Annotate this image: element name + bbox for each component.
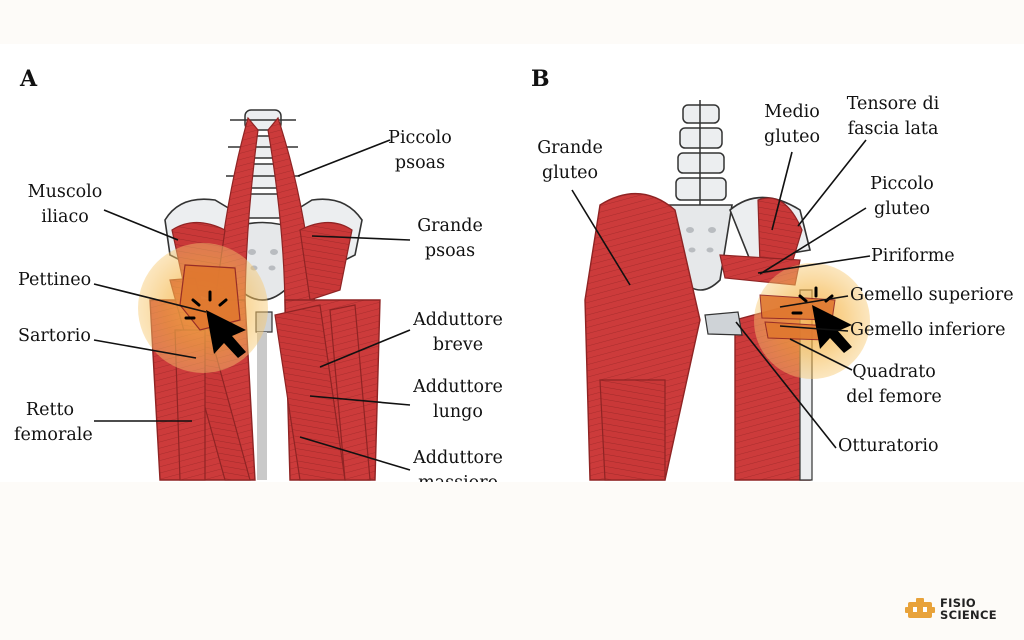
- right-adductor-strip: [329, 304, 371, 481]
- label-adduttore-lungo: Adduttore lungo: [408, 375, 508, 425]
- click-cursor-icon: [184, 290, 246, 358]
- panel-b-leader-lines: [571, 139, 871, 449]
- posterior-spine: [675, 100, 727, 205]
- label-line: femorale: [14, 425, 93, 445]
- label-line: Piccolo: [388, 128, 452, 148]
- posterior-sacral-foramina: [686, 227, 716, 253]
- label-muscolo-iliaco: Muscolo iliaco: [20, 180, 110, 230]
- obturator: [704, 311, 743, 336]
- label-line: Adduttore: [413, 448, 503, 468]
- left-thigh-posterior: [599, 379, 666, 481]
- fisio-science-logo: FISIO SCIENCE: [905, 592, 1015, 626]
- label-gemello-superiore: Gemello superiore: [850, 285, 1014, 305]
- label-grande-gluteo: Grande gluteo: [528, 136, 612, 186]
- logo-text: FISIO SCIENCE: [940, 597, 997, 621]
- logo-line-1: FISIO: [940, 596, 976, 610]
- label-pettineo: Pettineo: [18, 270, 92, 290]
- label-line: Retto: [25, 400, 75, 420]
- label-line: Tensore di: [846, 94, 940, 114]
- gluteus-medius: [757, 197, 803, 271]
- label-quadrato: Quadrato del femore: [846, 360, 942, 410]
- label-line: Adduttore: [413, 377, 503, 397]
- label-medio-gluteo: Medio gluteo: [752, 100, 832, 150]
- label-line: breve: [432, 335, 484, 355]
- label-grande-psoas: Grande psoas: [410, 214, 490, 264]
- label-retto-femorale: Retto femorale: [14, 398, 93, 448]
- label-line: fascia lata: [847, 119, 939, 139]
- top-band: [0, 0, 1024, 44]
- label-line: Medio: [764, 102, 820, 122]
- label-line: Piccolo: [870, 174, 934, 194]
- label-tensore: Tensore di fascia lata: [838, 92, 948, 142]
- panel-b-letter: B: [531, 66, 550, 92]
- label-line: psoas: [394, 153, 446, 173]
- label-piccolo-gluteo: Piccolo gluteo: [860, 172, 944, 222]
- label-piccolo-psoas: Piccolo psoas: [380, 126, 460, 176]
- label-gemello-inferiore: Gemello inferiore: [850, 320, 1006, 340]
- label-adduttore-breve: Adduttore breve: [408, 308, 508, 358]
- label-piriforme: Piriforme: [871, 246, 955, 266]
- logo-line-2: SCIENCE: [940, 608, 997, 622]
- right-iliacus: [299, 221, 353, 301]
- label-line: gluteo: [542, 163, 598, 183]
- label-line: massiore: [408, 471, 508, 482]
- label-sartorio: Sartorio: [18, 326, 91, 346]
- label-line: psoas: [424, 241, 476, 261]
- label-line: gluteo: [764, 127, 820, 147]
- label-line: iliaco: [41, 207, 89, 227]
- panel-b-figure: [584, 100, 870, 481]
- label-adduttore-magnus: Adduttore massiore: [408, 446, 508, 482]
- label-line: lungo: [433, 402, 483, 422]
- label-line: Quadrato: [852, 362, 936, 382]
- label-line: del femore: [846, 387, 942, 407]
- label-line: Grande: [537, 138, 603, 158]
- logo-mark-icon: [905, 598, 935, 618]
- highlight-gemelli: [754, 263, 870, 379]
- bottom-band: [0, 482, 1024, 640]
- label-line: Grande: [417, 216, 483, 236]
- label-line: Adduttore: [413, 310, 503, 330]
- panel-a-leader-lines: [93, 139, 411, 471]
- label-line: Muscolo: [27, 182, 103, 202]
- label-otturatorio: Otturatorio: [838, 436, 939, 456]
- panel-a-letter: A: [20, 66, 38, 92]
- label-line: gluteo: [874, 199, 930, 219]
- panel-a-figure: [138, 109, 381, 481]
